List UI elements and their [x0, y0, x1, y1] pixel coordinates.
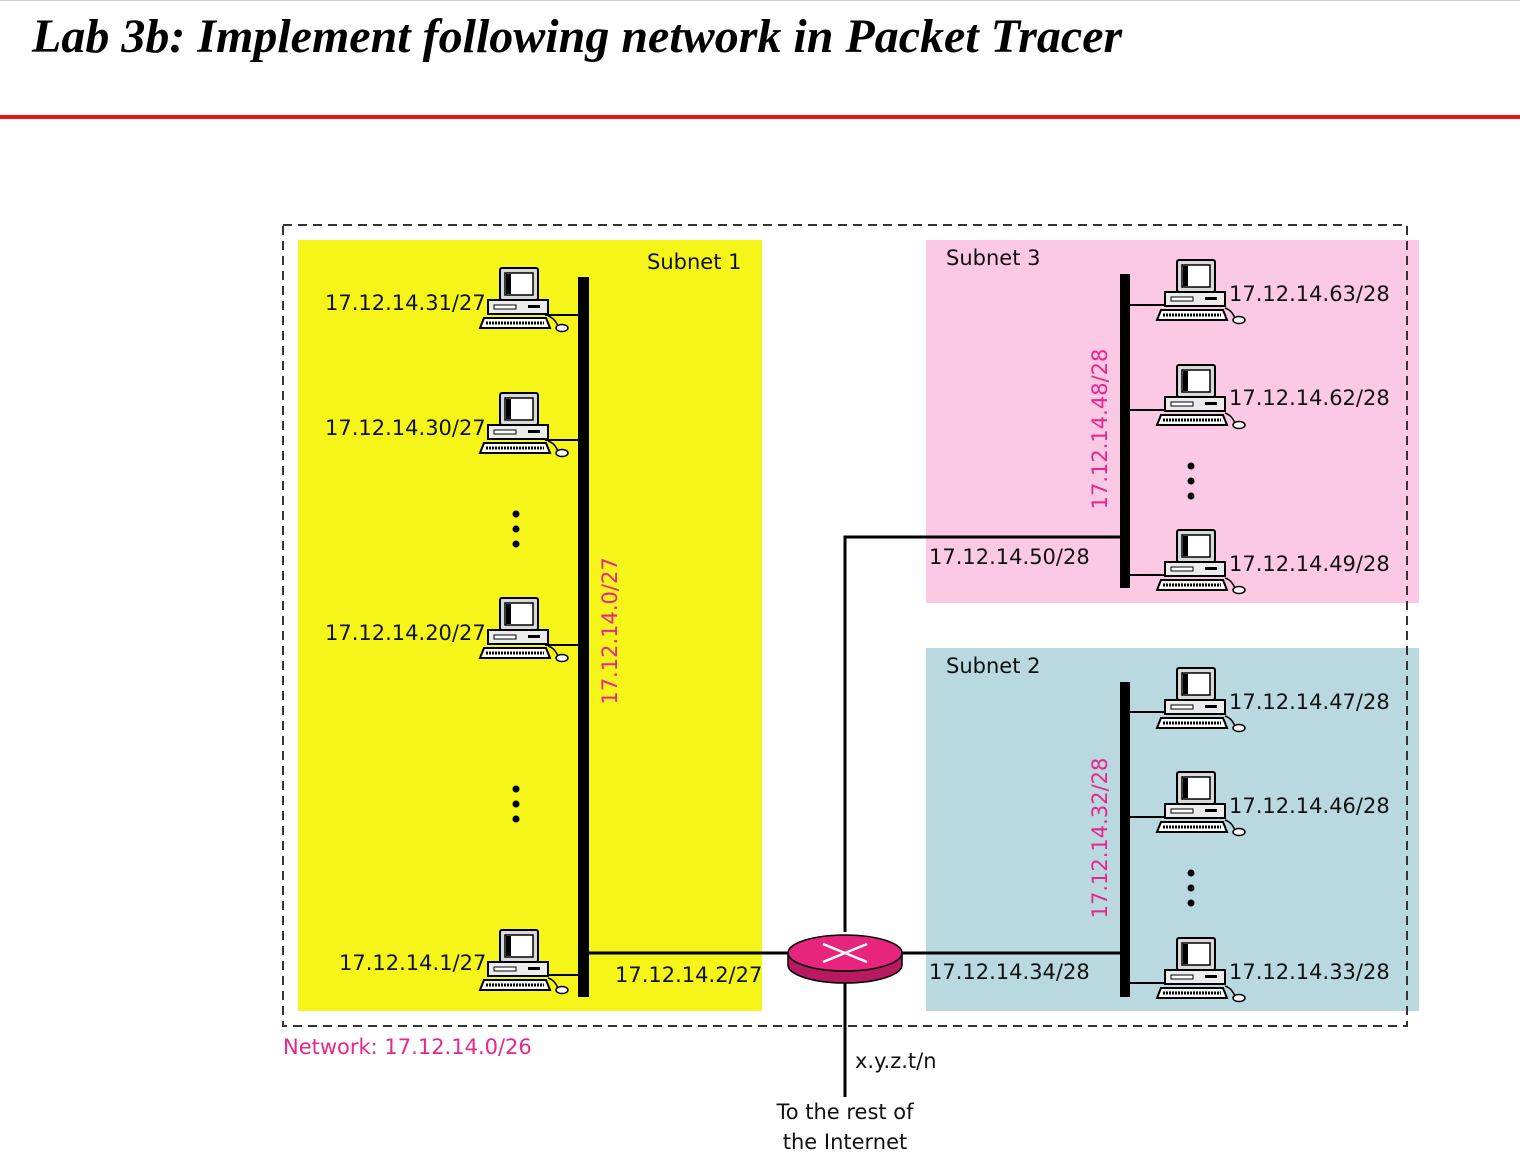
- host-address: 17.12.14.47/28: [1229, 690, 1390, 714]
- host-address: 17.12.14.49/28: [1229, 552, 1390, 576]
- subnet2-title: Subnet 2: [946, 654, 1040, 678]
- subnet2-bus-label: 17.12.14.32/28: [1088, 758, 1112, 919]
- host-address: 17.12.14.62/28: [1229, 386, 1390, 410]
- more-hosts-ellipsis: [1187, 462, 1195, 500]
- subnet1-bus: [578, 277, 589, 997]
- subnet3-bus: [1120, 274, 1130, 588]
- host-address: 17.12.14.1/27: [339, 951, 486, 975]
- host-address: 17.12.14.33/28: [1229, 960, 1390, 984]
- subnet1-title: Subnet 1: [647, 250, 741, 274]
- subnet3-bus-label: 17.12.14.48/28: [1088, 349, 1112, 510]
- router-icon: [787, 934, 903, 984]
- host-address: 17.12.14.30/27: [325, 416, 486, 440]
- network-boundary: [282, 224, 1408, 1027]
- title-divider: [0, 115, 1520, 119]
- host-address: 17.12.14.20/27: [325, 621, 486, 645]
- uplink-address: x.y.z.t/n: [855, 1049, 937, 1073]
- host-address: 17.12.14.31/27: [325, 291, 486, 315]
- host-address: 17.12.14.63/28: [1229, 282, 1390, 306]
- host-address: 17.12.14.46/28: [1229, 794, 1390, 818]
- subnet1-bus-label: 17.12.14.0/27: [598, 557, 622, 704]
- more-hosts-ellipsis: [512, 510, 520, 548]
- router-interface-address: 17.12.14.50/28: [929, 545, 1090, 569]
- subnet3-title: Subnet 3: [946, 246, 1040, 270]
- subnet2-bus: [1120, 682, 1130, 997]
- page-title: Lab 3b: Implement following network in P…: [32, 10, 1123, 63]
- network-label: Network: 17.12.14.0/26: [283, 1035, 532, 1059]
- router-interface-address: 17.12.14.34/28: [929, 960, 1090, 984]
- internet-caption-line2: the Internet: [783, 1130, 908, 1154]
- internet-caption-line1: To the rest of: [775, 1100, 914, 1124]
- more-hosts-ellipsis: [512, 785, 520, 823]
- router-interface-address: 17.12.14.2/27: [615, 963, 762, 987]
- top-border: [0, 0, 1520, 1]
- link-router-subnet3: [843, 535, 1121, 932]
- more-hosts-ellipsis: [1187, 869, 1195, 907]
